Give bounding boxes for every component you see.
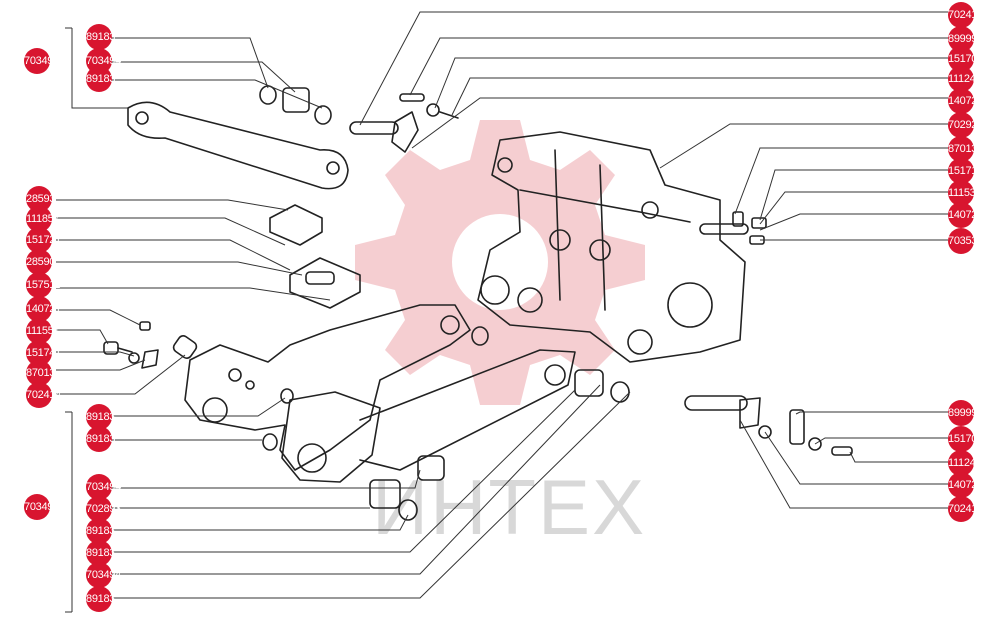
callout-badge[interactable]: 140721 <box>948 472 983 498</box>
callout-badge[interactable]: 89999 <box>948 400 977 426</box>
callout-badge[interactable]: 703496 <box>24 48 59 74</box>
callout-badge[interactable]: 702418 <box>948 496 983 522</box>
callout-badge[interactable]: 703535 <box>948 228 983 254</box>
callout-badge[interactable]: 703498 <box>24 494 59 520</box>
bushing-set-top <box>259 85 332 125</box>
small-bolts-left <box>103 321 198 369</box>
callout-badge[interactable]: 140721 <box>948 88 983 114</box>
pin-upper-right <box>699 211 767 245</box>
lift-arm-frame <box>184 304 576 483</box>
pin-lower-right <box>684 395 853 456</box>
callout-badge[interactable]: 89183 <box>86 66 115 92</box>
callout-badge[interactable]: 702929 <box>948 112 983 138</box>
callout-badge[interactable]: 702414 <box>26 382 61 408</box>
pin-top <box>349 93 459 153</box>
leader-lines <box>56 11 948 613</box>
callout-badge[interactable]: 157511 <box>26 272 60 298</box>
mounting-bracket <box>477 131 746 363</box>
callout-badge[interactable]: 89183 <box>86 586 115 612</box>
callout-badge[interactable]: 140721 <box>948 202 983 228</box>
callout-badge[interactable]: 702418 <box>948 2 983 28</box>
callout-badge[interactable]: 703494 <box>86 562 121 588</box>
pad-plate <box>269 204 361 309</box>
link-rod <box>127 101 349 190</box>
callout-badge[interactable]: 89183 <box>86 24 115 50</box>
callout-badge[interactable]: 151701 <box>948 426 983 452</box>
callout-badge[interactable]: 89183 <box>86 426 115 452</box>
bushing-set-middle <box>262 326 630 521</box>
